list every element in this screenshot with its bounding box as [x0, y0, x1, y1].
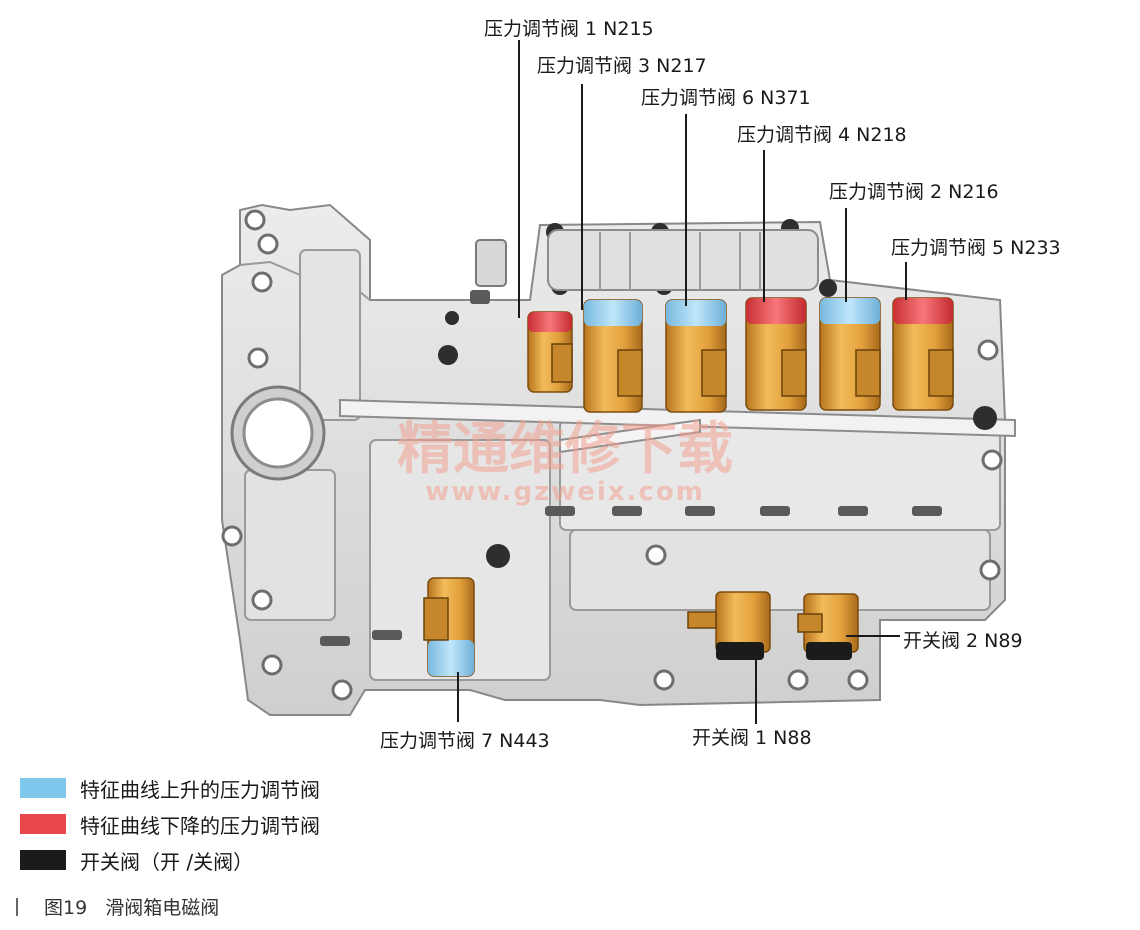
solenoid-n371	[665, 299, 727, 413]
solenoid-n215	[527, 311, 573, 393]
legend-label: 特征曲线下降的压力调节阀	[80, 813, 320, 838]
label-n217: 压力调节阀 3 N217	[537, 55, 707, 77]
figure-caption: 图19 滑阀箱电磁阀	[16, 893, 219, 920]
solenoid-n233	[892, 297, 954, 411]
label-n443: 压力调节阀 7 N443	[380, 730, 550, 752]
label-n216: 压力调节阀 2 N216	[829, 181, 999, 203]
label-n215: 压力调节阀 1 N215	[484, 18, 654, 40]
figure-title: 滑阀箱电磁阀	[105, 897, 220, 919]
solenoid-n443	[423, 577, 475, 677]
label-n371: 压力调节阀 6 N371	[641, 87, 811, 109]
switch-valve-n89	[797, 593, 859, 660]
legend-swatch-rising	[20, 778, 66, 798]
label-n88: 开关阀 1 N88	[692, 727, 812, 749]
label-n218: 压力调节阀 4 N218	[737, 124, 907, 146]
valve-body-housing	[221, 203, 1016, 716]
label-n233: 压力调节阀 5 N233	[891, 237, 1061, 259]
solenoid-n218	[745, 297, 807, 411]
label-n89: 开关阀 2 N89	[903, 630, 1023, 652]
legend-swatch-switch	[20, 850, 66, 870]
solenoid-n217	[583, 299, 643, 413]
switch-valve-n88	[687, 591, 771, 660]
legend-item-rising: 特征曲线上升的压力调节阀	[20, 770, 320, 806]
legend-item-falling: 特征曲线下降的压力调节阀	[20, 806, 320, 842]
watermark-url: www.gzweix.com	[425, 477, 705, 507]
legend-label: 特征曲线上升的压力调节阀	[80, 777, 320, 802]
legend-item-switch: 开关阀（开 /关阀）	[20, 842, 320, 878]
legend: 特征曲线上升的压力调节阀 特征曲线下降的压力调节阀 开关阀（开 /关阀）	[20, 770, 320, 878]
caption-bar	[16, 897, 18, 916]
legend-swatch-falling	[20, 814, 66, 834]
solenoid-n216	[819, 297, 881, 411]
figure-number: 图19	[44, 897, 88, 919]
leader-lines	[457, 40, 907, 724]
legend-label: 开关阀（开 /关阀）	[80, 849, 254, 874]
watermark-text: 精通维修下载	[397, 416, 733, 482]
